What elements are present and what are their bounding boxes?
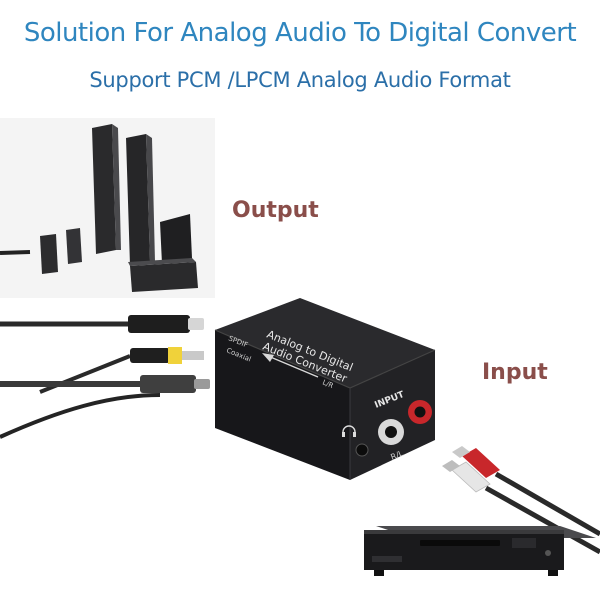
converter-box bbox=[214, 298, 436, 480]
headline-subtitle: Support PCM /LPCM Analog Audio Format bbox=[89, 68, 511, 92]
input-callout: Input bbox=[482, 360, 548, 385]
speaker-set-image bbox=[0, 118, 215, 298]
output-cables bbox=[0, 315, 210, 439]
player-device-image bbox=[364, 526, 596, 576]
headphone-icon bbox=[342, 425, 356, 433]
rca-input-cables bbox=[442, 446, 600, 555]
output-callout: Output bbox=[232, 198, 319, 223]
lr-label: L/R bbox=[321, 378, 334, 390]
headline-title: Solution For Analog Audio To Digital Con… bbox=[23, 18, 577, 48]
